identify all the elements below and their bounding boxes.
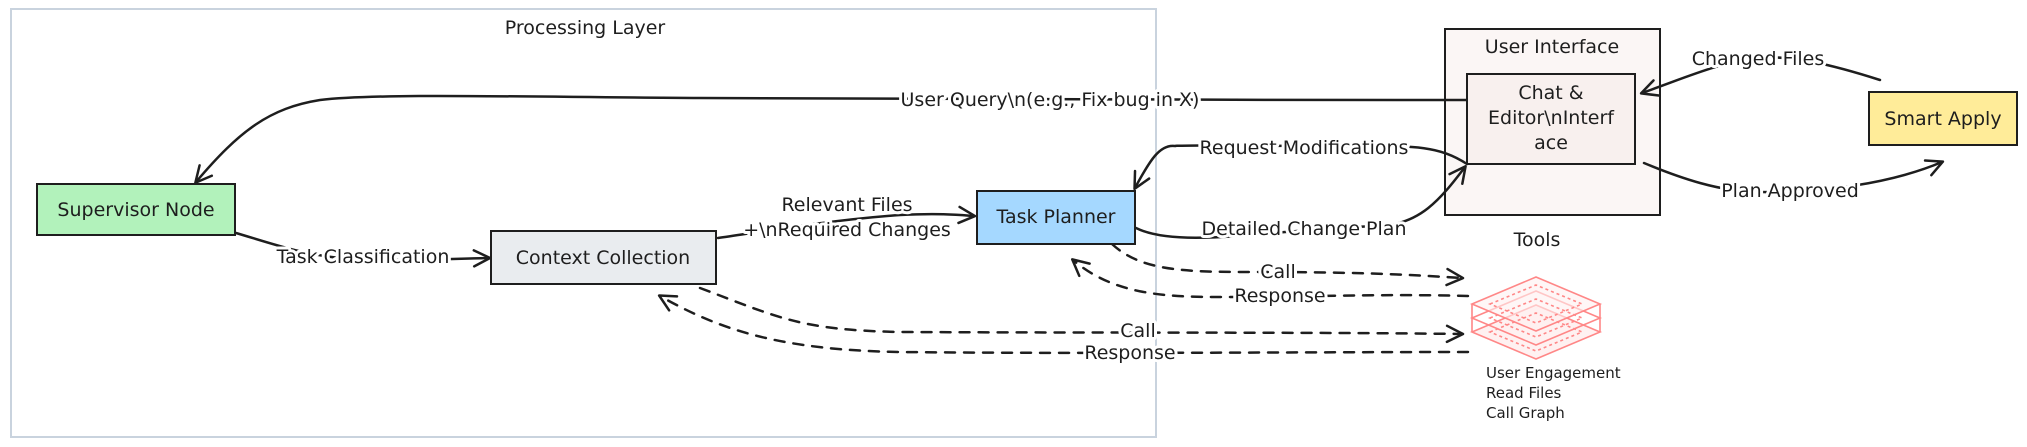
edge-label-context-call: Call — [1120, 320, 1155, 342]
edge-label-user-query: User Query\n(e.g., Fix bug in X) — [901, 89, 1200, 111]
edge-label-plan-approved: Plan Approved — [1721, 180, 1859, 202]
task-planner-node[interactable] — [976, 190, 1136, 245]
processing-layer-title: Processing Layer — [505, 17, 666, 39]
task-planner-label: Task Planner — [995, 206, 1115, 228]
tools-title: Tools — [1513, 229, 1561, 251]
edge-task-classification — [234, 231, 492, 268]
edge-label-planner-call: Call — [1260, 261, 1295, 283]
edge-relevant-files — [716, 205, 977, 240]
supervisor-node-label: Supervisor Node — [57, 199, 214, 221]
tools-stack-icon — [1469, 276, 1603, 360]
edge-label-context-response: Response — [1084, 342, 1175, 364]
edge-detailed-change-plan — [1134, 164, 1467, 239]
chat-node-label-line-2: Editor\nInterf — [1488, 107, 1615, 129]
edge-planner-call — [1110, 242, 1465, 287]
edge-context-call — [698, 286, 1465, 344]
edge-context-response — [657, 294, 1470, 355]
tools-list-item-3: Call Graph — [1486, 404, 1565, 422]
edge-label-changed-files: Changed Files — [1692, 48, 1825, 70]
user-interface-title: User Interface — [1485, 36, 1619, 58]
edge-request-modifications — [1133, 144, 1469, 191]
edge-changed-files — [1639, 56, 1882, 97]
chat-node-label-line-3: ace — [1534, 132, 1568, 154]
context-collection-node[interactable] — [490, 230, 717, 285]
smart-apply-label: Smart Apply — [1884, 108, 2001, 130]
edge-label-task-classification: Task Classification — [276, 246, 450, 268]
edge-label-request-modifications: Request Modifications — [1200, 137, 1409, 159]
processing-layer-group — [10, 8, 1157, 438]
edge-label-detailed-change-plan: Detailed Change Plan — [1202, 218, 1407, 240]
context-collection-label: Context Collection — [516, 247, 690, 269]
edge-label-planner-response: Response — [1234, 285, 1325, 307]
tools-list-item-1: User Engagement — [1486, 364, 1621, 382]
edge-plan-approved — [1642, 159, 1945, 194]
edge-planner-response — [1070, 258, 1470, 299]
edge-label-relevant-files-line-1: Relevant Files — [781, 194, 912, 216]
smart-apply-node[interactable] — [1868, 91, 2018, 146]
chat-editor-interface-node[interactable] — [1466, 73, 1636, 165]
edge-label-relevant-files-line-2: +\nRequired Changes — [743, 219, 951, 241]
edge-user-query — [194, 94, 1469, 185]
supervisor-node[interactable] — [36, 183, 236, 236]
chat-node-label-line-1: Chat & — [1518, 82, 1583, 104]
tools-list-item-2: Read Files — [1486, 384, 1562, 402]
